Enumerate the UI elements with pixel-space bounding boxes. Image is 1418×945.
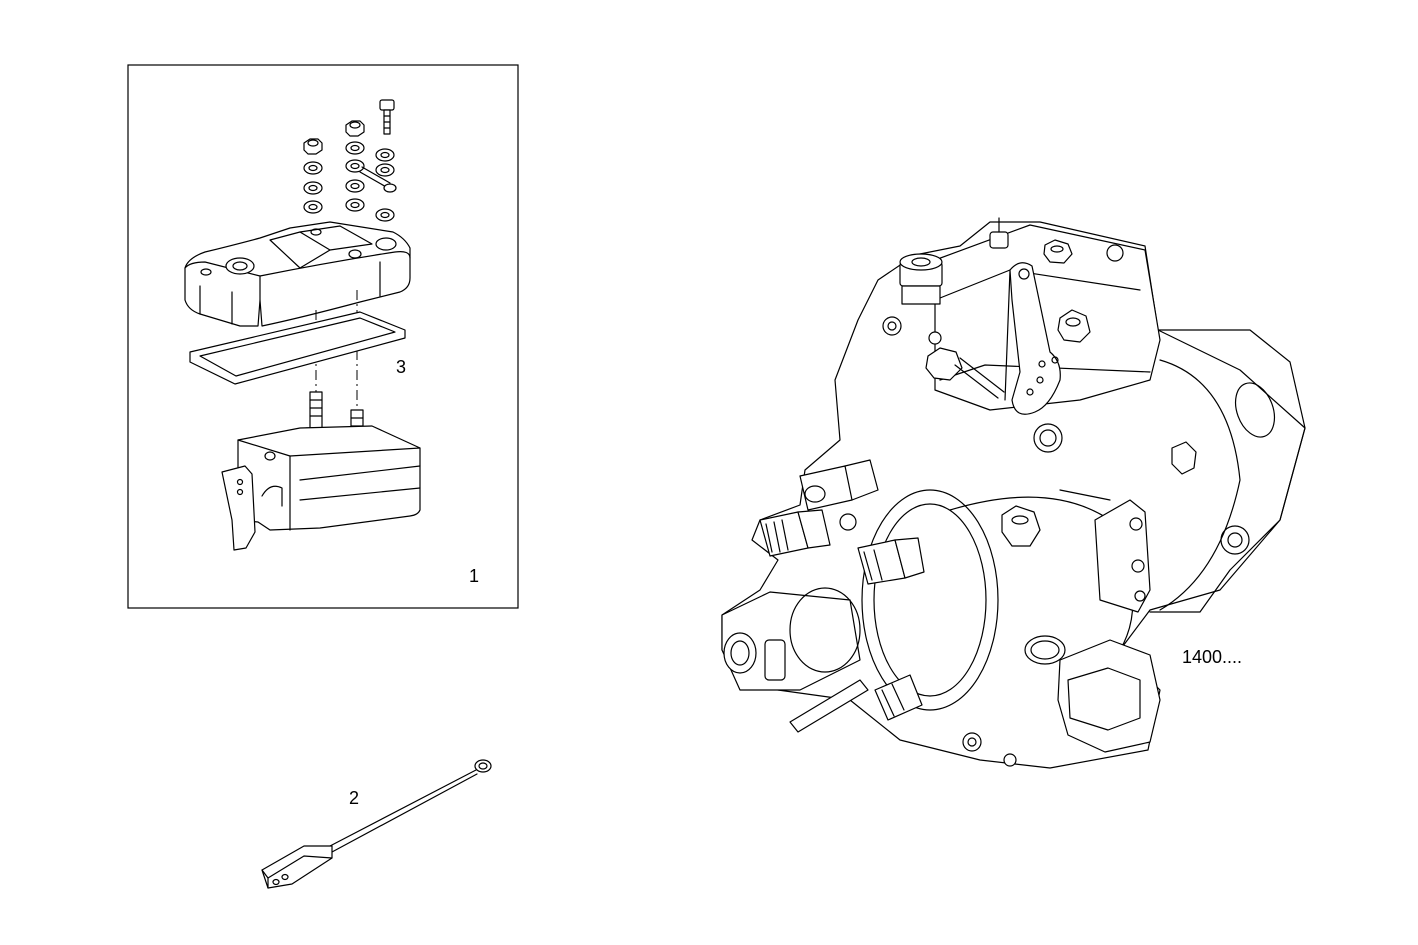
nut bbox=[303, 138, 323, 155]
fitting bbox=[759, 509, 831, 557]
wire-lead bbox=[261, 759, 492, 889]
top-banjo-fitting bbox=[899, 253, 943, 305]
injection-pump-assembly bbox=[721, 217, 1306, 769]
hex-plug bbox=[1024, 635, 1161, 753]
washer-column-left bbox=[303, 161, 323, 214]
actuator-block bbox=[221, 425, 421, 551]
cover-housing bbox=[184, 221, 411, 327]
callout-item-1: 1 bbox=[469, 566, 480, 586]
link-strap bbox=[359, 166, 397, 193]
bolt bbox=[1057, 309, 1091, 343]
bolt bbox=[925, 347, 1005, 399]
nut bbox=[345, 120, 365, 137]
gasket bbox=[189, 311, 406, 385]
fitting bbox=[799, 459, 879, 511]
washer-column-middle bbox=[345, 141, 365, 212]
bolt bbox=[1043, 239, 1073, 264]
fitting bbox=[874, 674, 923, 721]
callout-item-2: 2 bbox=[349, 788, 360, 808]
detail-frame bbox=[127, 64, 519, 609]
governor-lever bbox=[1009, 262, 1061, 415]
fastener-set bbox=[303, 99, 397, 222]
fitting bbox=[857, 537, 925, 585]
callout-assembly: 1400.... bbox=[1182, 647, 1243, 667]
screw bbox=[379, 99, 395, 135]
washer-column-right bbox=[375, 148, 395, 222]
bolt bbox=[1001, 505, 1041, 547]
callout-item-3: 3 bbox=[396, 357, 407, 377]
